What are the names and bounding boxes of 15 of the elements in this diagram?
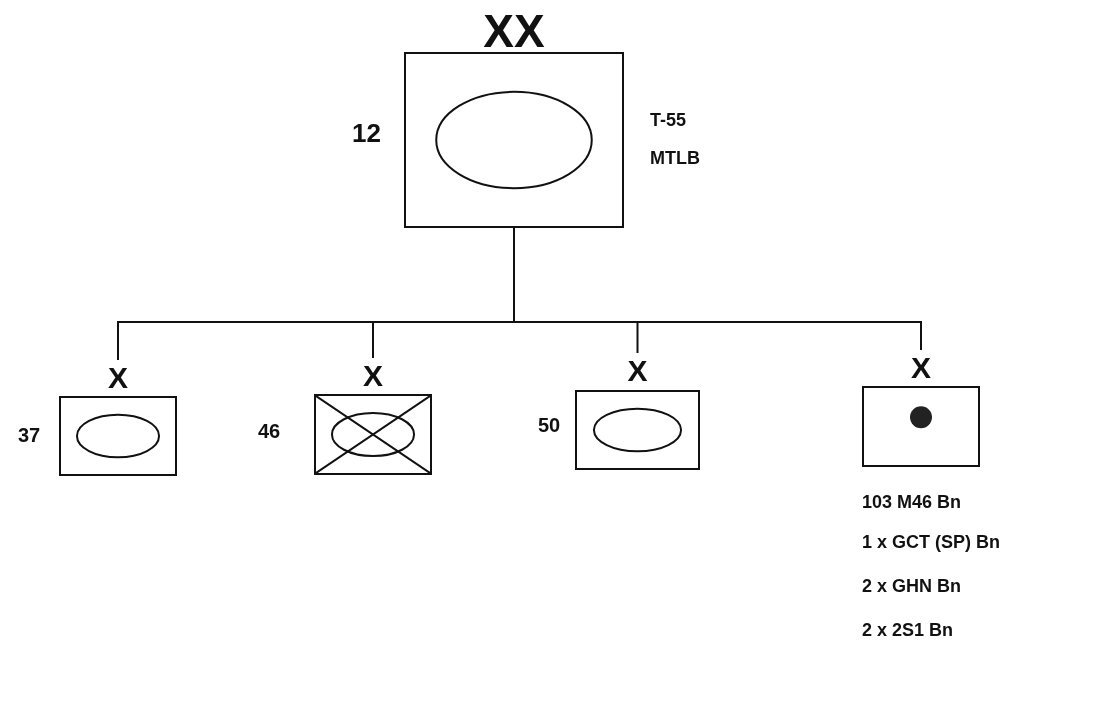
- unit-number: 46: [258, 420, 281, 443]
- unit-note: 1 x GCT (SP) Bn: [862, 532, 1000, 553]
- unit-number: 37: [18, 424, 41, 447]
- unit-note: 2 x 2S1 Bn: [862, 620, 954, 641]
- echelon-mark: X: [363, 358, 383, 394]
- echelon-mark: X: [108, 360, 128, 396]
- unit-number: 12: [352, 118, 381, 149]
- echelon-mark: X: [911, 350, 931, 386]
- equipment-note: T-55: [650, 110, 687, 131]
- echelon-mark: X: [627, 353, 648, 389]
- equipment-note: MTLB: [650, 148, 700, 169]
- unit-number: 50: [538, 414, 561, 437]
- echelon-mark: XX: [483, 8, 545, 54]
- unit-note: 103 M46 Bn: [862, 492, 962, 513]
- unit-note: 2 x GHN Bn: [862, 576, 962, 597]
